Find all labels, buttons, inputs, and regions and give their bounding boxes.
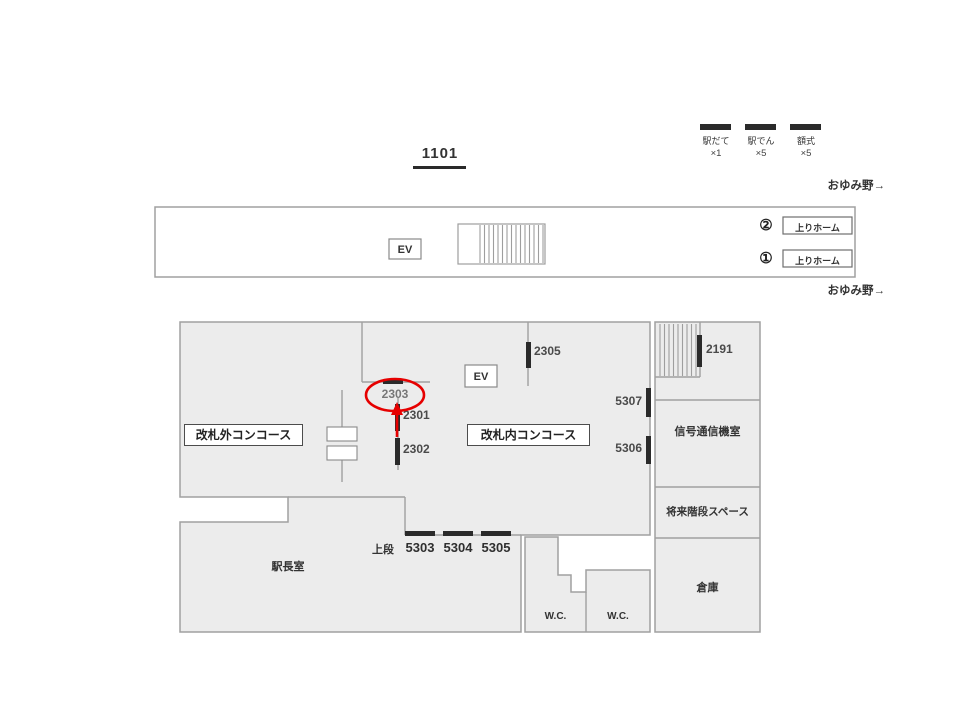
- inside-concourse-label: 改札内コンコース: [467, 424, 590, 446]
- floor-ev-box: [464, 364, 498, 388]
- track2-name: 上りホーム: [795, 223, 840, 233]
- platform-ev-box: [388, 238, 422, 260]
- legend-label-gakushiki: 額式: [796, 136, 815, 146]
- legend-bar-ekiden: [745, 124, 776, 130]
- ad-label-2305: 2305: [534, 344, 561, 358]
- map-title: 1101: [421, 145, 459, 162]
- ad-bar-5305: [481, 531, 511, 536]
- ad-bar-5304: [443, 531, 473, 536]
- outside-concourse-label: 改札外コンコース: [184, 424, 303, 446]
- track2-label-box: [782, 216, 853, 235]
- ad-label-5304: 5304: [443, 540, 473, 555]
- track1-number: ①: [759, 250, 773, 267]
- ad-label-5307: 5307: [615, 394, 642, 408]
- right-stairs-hatch: [659, 324, 697, 376]
- legend-label-ekidate: 駅だて: [702, 136, 730, 146]
- ad-bar-2305: [526, 342, 531, 368]
- signal-room-label: 信号通信機室: [674, 426, 741, 438]
- ad-label-2303: 2303: [381, 387, 409, 401]
- upper-tier-label: 上段: [372, 544, 394, 556]
- ticket-gate-box-1: [326, 426, 358, 442]
- floor-ev-label: EV: [473, 371, 489, 383]
- ad-label-2191: 2191: [706, 342, 733, 356]
- right-block-outline: [654, 321, 761, 633]
- title-underline: [413, 166, 466, 169]
- stationmaster-office-label: 駅長室: [271, 561, 305, 573]
- ad-bar-2302: [395, 438, 400, 465]
- platform-stairs: [457, 223, 546, 265]
- ad-bar-5306: [646, 436, 651, 464]
- ad-label-2302: 2302: [403, 442, 430, 456]
- ad-label-5305: 5305: [481, 540, 511, 555]
- ad-label-2301: 2301: [403, 408, 430, 422]
- track2-number: ②: [759, 217, 773, 234]
- legend-count-gakushiki: ×5: [800, 148, 812, 159]
- storage-label: 倉庫: [696, 582, 719, 594]
- ad-bar-5303: [405, 531, 435, 536]
- wc-left-label: W.C.: [544, 611, 567, 622]
- ad-label-5303: 5303: [405, 540, 435, 555]
- direction-label-upper: おゆみ野→: [827, 180, 886, 192]
- platform-ev-label: EV: [397, 244, 413, 256]
- ad-bar-5307: [646, 388, 651, 417]
- ad-bar-2303: [383, 379, 403, 384]
- future-stairs-label: 将来階段スペース: [666, 506, 749, 518]
- legend-bar-ekidate: [700, 124, 731, 130]
- ad-bar-2301: [395, 404, 400, 431]
- ticket-gate-box-2: [326, 445, 358, 461]
- wc-right-label: W.C.: [607, 611, 629, 622]
- legend-count-ekiden: ×5: [755, 148, 767, 159]
- legend-bar-gakushiki: [790, 124, 821, 130]
- legend-count-ekidate: ×1: [710, 148, 722, 159]
- track1-label-box: [782, 249, 853, 268]
- direction-label-lower: おゆみ野→: [827, 285, 886, 297]
- track1-name: 上りホーム: [795, 256, 840, 266]
- ad-bar-2191: [697, 335, 702, 367]
- main-floor-outline: [179, 321, 651, 633]
- platform-stairs-hatch: [479, 225, 544, 263]
- legend-label-ekiden: 駅でん: [747, 136, 775, 146]
- ad-label-5306: 5306: [615, 441, 642, 455]
